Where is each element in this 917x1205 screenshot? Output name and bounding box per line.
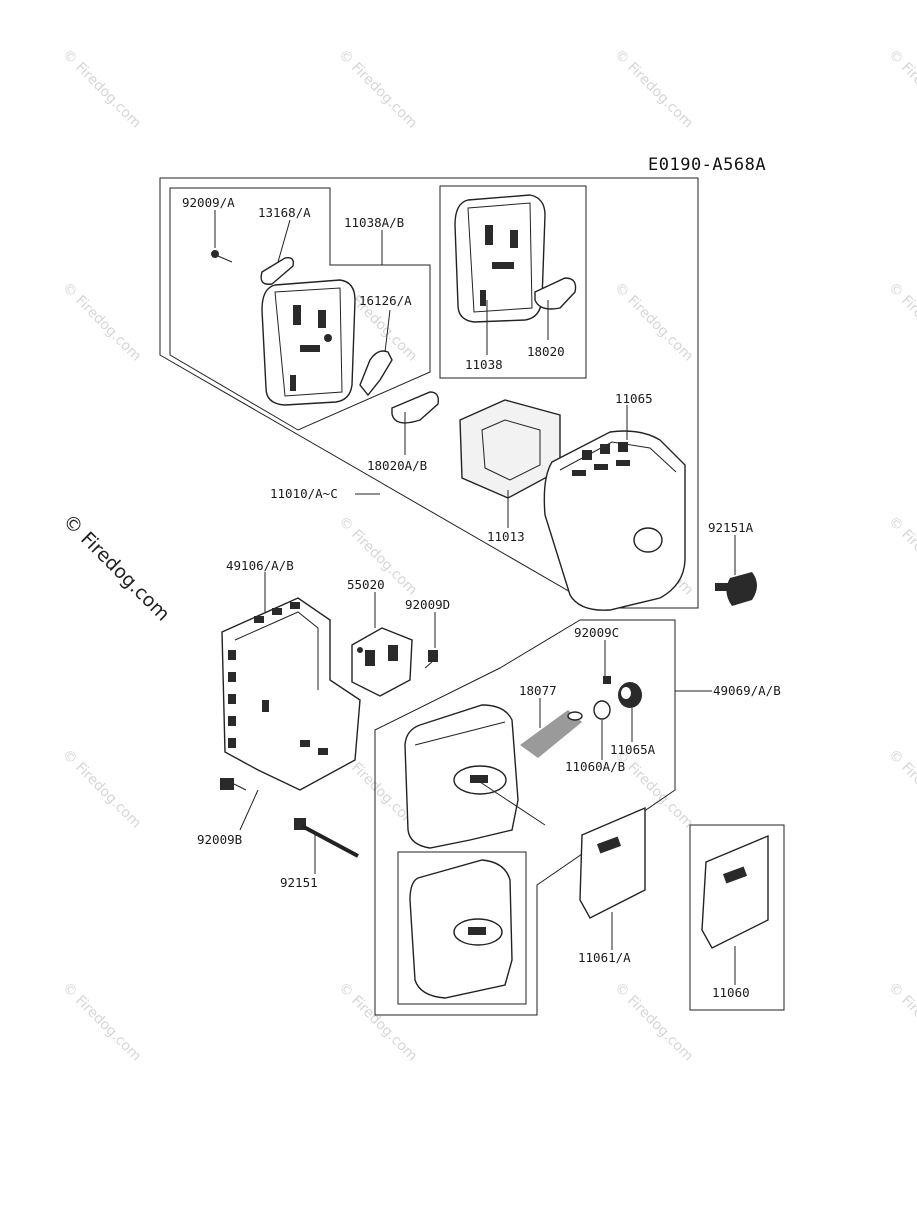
group-outline-49069 (374, 619, 676, 1016)
watermark-text: © Firedog.com (885, 980, 917, 1065)
label-49069: 49069/A/B (713, 683, 781, 698)
watermark-text: © Firedog.com (59, 980, 144, 1065)
label-11013: 11013 (487, 529, 525, 544)
bolt-92151-part (294, 818, 359, 858)
label-11038: 11038 (465, 357, 503, 372)
label-18020: 18020 (527, 344, 565, 359)
label-16126A: 16126/A (359, 293, 412, 308)
gasket-ring-part (593, 700, 611, 720)
label-11065A: 11065A (610, 742, 656, 757)
plate-18020AB-part (391, 391, 440, 424)
knob-92151A-part (715, 572, 757, 606)
gasket-plate-11061A-part (579, 806, 646, 919)
screw-92009A-part (211, 250, 233, 263)
leader-lines (214, 210, 736, 985)
label-92009A: 92009/A (182, 195, 235, 210)
diagram-code: E0190-A568A (648, 155, 766, 175)
choke-plate-part (260, 256, 295, 285)
label-11061A: 11061/A (578, 950, 631, 965)
watermark-text: © Firedog.com (885, 747, 917, 832)
label-13168A: 13168/A (258, 205, 311, 220)
muffler-body-part (404, 704, 519, 849)
watermark-text: © Firedog.com (885, 514, 917, 599)
label-49106: 49106/A/B (226, 558, 294, 573)
label-92009D: 92009D (405, 597, 450, 612)
watermark-text: © Firedog.com (335, 980, 420, 1065)
label-11010: 11010/A~C (270, 486, 338, 501)
watermark-text: © Firedog.com (335, 47, 420, 132)
cover-11038-part (454, 194, 546, 323)
bolt-92009B-part (220, 778, 247, 791)
gasket-plate-11060-part (701, 834, 769, 949)
inset-box-muffler (397, 851, 527, 1005)
label-11038AB: 11038A/B (344, 215, 404, 230)
watermark-text: © Firedog.com (885, 47, 917, 132)
insulator-part (351, 627, 413, 697)
watermark-text: © Firedog.com (611, 47, 696, 132)
muffler-cover-part (221, 597, 361, 791)
label-18020AB: 18020A/B (367, 458, 427, 473)
muffler-alt-view-part (409, 859, 513, 999)
lever-part (359, 350, 393, 397)
inset-box-11038 (439, 185, 587, 379)
watermark-text: © Firedog.com (59, 47, 144, 132)
label-92151: 92151 (280, 875, 318, 890)
watermark-text: © Firedog.com (611, 280, 696, 365)
label-92009B: 92009B (197, 832, 242, 847)
air-cleaner-cover-part (261, 279, 356, 406)
spark-arrestor-part (520, 710, 583, 758)
watermark-text: © Firedog.com (611, 980, 696, 1065)
group-outline-11010 (159, 177, 699, 609)
air-cleaner-case-part (543, 430, 686, 611)
label-92009C: 92009C (574, 625, 619, 640)
watermark-text: © Firedog.com (59, 280, 144, 365)
label-11060: 11060 (712, 985, 750, 1000)
group-outline-11038AB (169, 187, 431, 431)
label-11065: 11065 (615, 391, 653, 406)
cap-11065A-part (618, 682, 642, 708)
watermark-text: © Firedog.com (59, 747, 144, 832)
bracket-18020-part (534, 277, 577, 310)
watermark-main: © Firedog.com (58, 510, 173, 625)
bolt-92009D-part (424, 650, 438, 669)
label-18077: 18077 (519, 683, 557, 698)
label-11060AB: 11060A/B (565, 759, 625, 774)
screw-92009C-part (603, 676, 611, 684)
label-55020: 55020 (347, 577, 385, 592)
label-92151A: 92151A (708, 520, 754, 535)
inset-box-11060 (689, 824, 785, 1011)
watermark-text: © Firedog.com (885, 280, 917, 365)
